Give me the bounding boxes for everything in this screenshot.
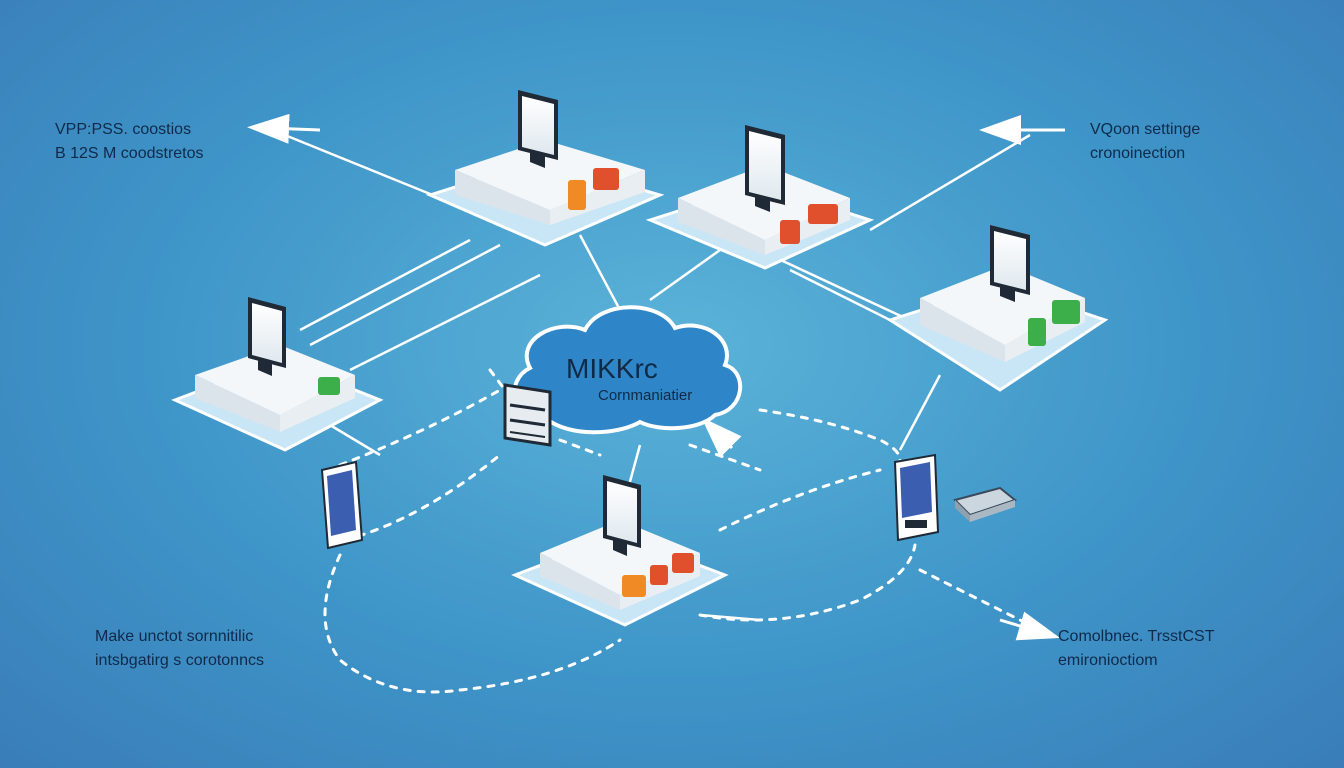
- router-icon: [503, 383, 552, 447]
- monitor-icon: [518, 90, 558, 168]
- red-badge-icon: [808, 204, 838, 224]
- arrow-icon-center: [701, 417, 742, 458]
- green-badge-icon: [1028, 318, 1046, 346]
- green-badge-icon: [318, 377, 340, 395]
- server-node-icon: [645, 125, 875, 270]
- red-badge-icon: [593, 168, 619, 190]
- label-line: B 12S M coodstretos: [55, 145, 204, 162]
- cloud-icon: MIKKrc Cornmaniatier: [512, 305, 743, 435]
- label-top-left: VPP:PSS. coostios B 12S M coodstretos: [55, 118, 204, 166]
- arrow-icon-left-top: [247, 113, 321, 144]
- server-node-icon: [171, 297, 384, 452]
- label-bottom-right: Comolbnec. TrsstCST emironioctiom: [1058, 625, 1214, 673]
- label-line: VQoon settinge: [1090, 121, 1201, 138]
- arrow-icons: [247, 113, 1065, 641]
- green-badge-icon: [1052, 300, 1080, 324]
- router-icon: [953, 486, 1018, 522]
- server-node-icon: [886, 225, 1109, 392]
- connection-lines: [264, 125, 1031, 622]
- label-line: Make unctot sornnitilic: [95, 628, 254, 645]
- server-node-icon: [511, 475, 729, 627]
- orange-badge-icon: [622, 575, 646, 597]
- label-top-right: VQoon settinge cronoinection: [1090, 118, 1200, 166]
- label-bottom-left: Make unctot sornnitilic intsbgatirg s co…: [95, 625, 264, 673]
- orange-badge-icon: [568, 180, 586, 210]
- label-line: VPP:PSS. coostios: [55, 121, 192, 138]
- tablet-icon: [893, 453, 940, 542]
- monitor-icon: [990, 225, 1030, 302]
- label-line: emironioctiom: [1058, 652, 1158, 669]
- arrow-icon-bottom-right: [999, 611, 1061, 641]
- server-node-icon: [425, 90, 665, 247]
- red-badge-icon: [650, 565, 668, 585]
- monitor-icon: [248, 297, 286, 376]
- label-line: intsbgatirg s corotonncs: [95, 652, 264, 669]
- monitor-icon: [745, 125, 785, 212]
- label-line: Comolbnec. TrsstCST: [1058, 628, 1215, 645]
- dashed-connections: [323, 368, 1032, 694]
- red-badge-icon: [780, 220, 800, 244]
- cloud-title: MIKKrc: [566, 353, 658, 384]
- cloud-subtitle: Cornmaniatier: [598, 387, 692, 404]
- tablet-icon: [320, 460, 364, 550]
- red-badge-icon: [672, 553, 694, 573]
- label-line: cronoinection: [1090, 145, 1186, 162]
- monitor-icon: [603, 475, 641, 556]
